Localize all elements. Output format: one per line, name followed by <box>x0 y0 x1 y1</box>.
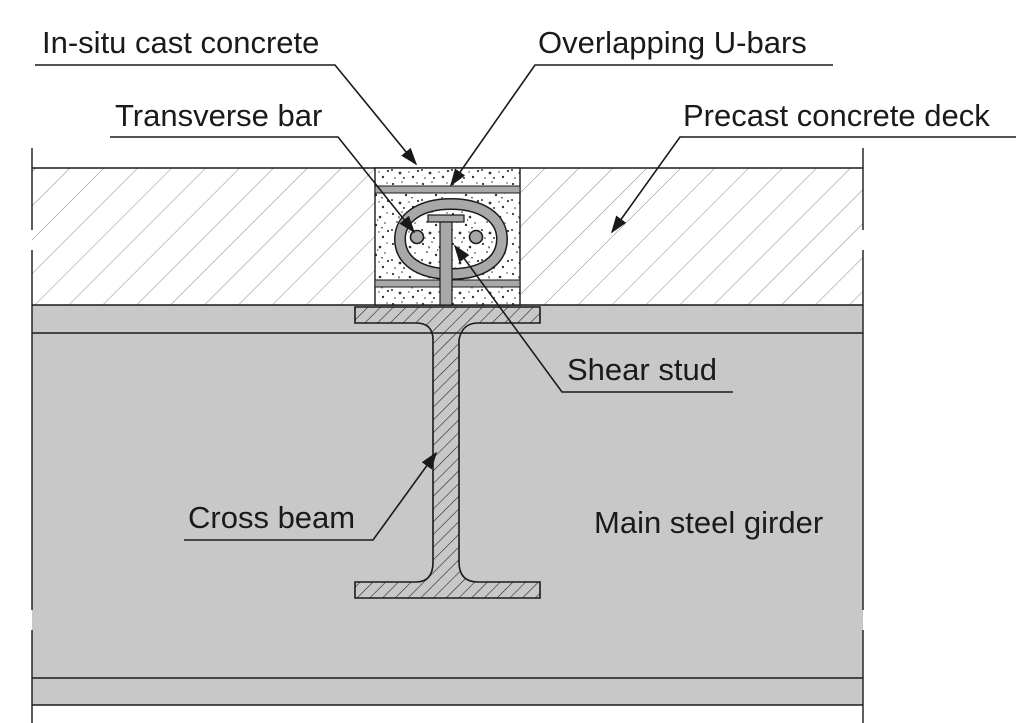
in-situ-leader <box>35 64 418 166</box>
transverse-bar-right <box>468 229 484 245</box>
precast-leader <box>610 136 1016 234</box>
label-cross-beam: Cross beam <box>184 451 438 541</box>
label-overlapping-u-bars: Overlapping U-bars <box>449 25 833 187</box>
transverse-leader <box>110 136 416 234</box>
longitudinal-bar-top <box>374 185 521 194</box>
shear-stud-head <box>427 214 465 223</box>
transverse-bar-left <box>409 229 425 245</box>
main-girder-label-text: Main steel girder <box>594 505 823 540</box>
transverse-label-text: Transverse bar <box>115 98 322 133</box>
cross-beam-i-section <box>354 306 541 599</box>
in-situ-label-text: In-situ cast concrete <box>42 25 319 60</box>
cross-beam-label-text: Cross beam <box>188 500 355 535</box>
label-transverse-bar: Transverse bar <box>110 98 416 234</box>
label-shear-stud: Shear stud <box>453 244 733 393</box>
shear-stud-shank <box>439 221 453 306</box>
shear-stud-leader <box>453 244 733 393</box>
shear-stud-label-text: Shear stud <box>567 352 717 387</box>
precast-deck-left <box>32 168 375 305</box>
label-precast-deck: Precast concrete deck <box>610 98 1016 234</box>
cross-beam-leader <box>184 451 438 541</box>
u-bars-leader <box>449 64 833 187</box>
precast-deck-right <box>520 168 863 305</box>
label-in-situ-concrete: In-situ cast concrete <box>35 25 418 166</box>
u-bars-label-text: Overlapping U-bars <box>538 25 807 60</box>
precast-label-text: Precast concrete deck <box>683 98 990 133</box>
